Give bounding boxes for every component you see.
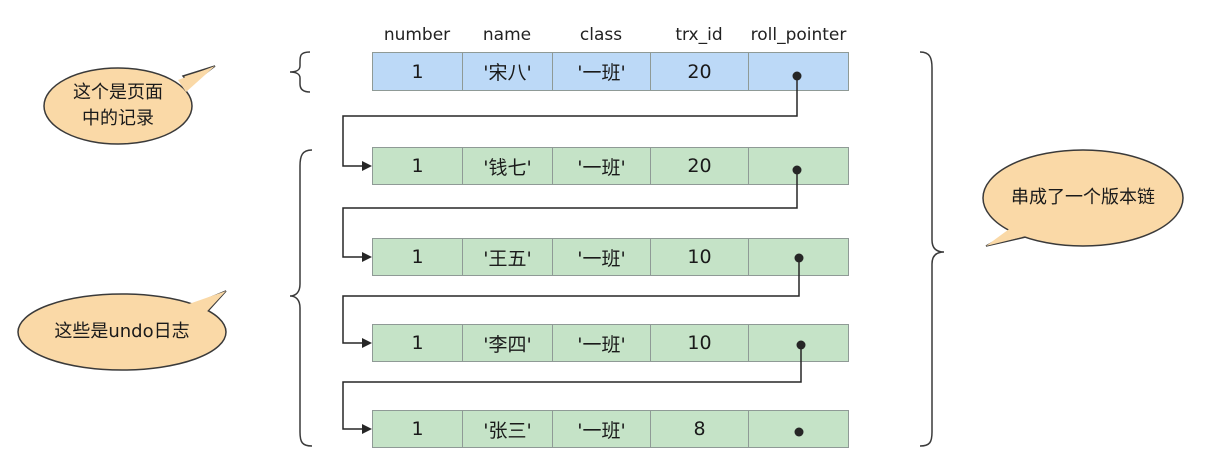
arrow-head: [362, 338, 372, 348]
cell-trx-id: 10: [650, 324, 749, 362]
header-roll-pointer: roll_pointer: [750, 25, 847, 45]
roll-pointer-dot: [792, 71, 802, 81]
header-trx-id: trx_id: [675, 25, 723, 45]
roll-pointer-dot: [796, 340, 806, 350]
roll-pointer-link: [342, 258, 800, 344]
cell-name: '李四': [462, 324, 553, 362]
callout-version-chain: 串成了一个版本链: [1011, 187, 1155, 208]
header-name: name: [482, 25, 532, 45]
roll-pointer-link: [342, 345, 802, 430]
callout-tail-fill-2: [186, 291, 226, 322]
arrow-head: [362, 424, 372, 434]
arrow-head: [362, 161, 372, 171]
cell-class: '一班': [552, 324, 651, 362]
roll-pointer-link: [342, 170, 798, 258]
cell-number: 1: [372, 324, 463, 362]
callout-tail-fill-3: [986, 224, 1034, 246]
callout-ellipse-undo-log: [17, 293, 227, 371]
arrow-head: [362, 252, 372, 262]
roll-pointer-link: [342, 76, 798, 167]
cell-number: 1: [372, 410, 463, 448]
cell-trx-id: 8: [650, 410, 749, 448]
callout-ellipse-page-record: [43, 67, 193, 145]
cell-trx-id: 10: [650, 238, 749, 276]
callout-page-record: 这个是页面 中的记录: [58, 80, 178, 132]
roll-pointer-dot: [792, 165, 802, 175]
cell-trx-id: 20: [650, 52, 749, 91]
callout-undo-log: 这些是undo日志: [54, 321, 190, 342]
brace-undo-log: [289, 149, 313, 447]
cell-class: '一班': [552, 238, 651, 276]
cell-name: '钱七': [462, 147, 553, 185]
cell-trx-id: 20: [650, 147, 749, 185]
brace-page-record: [289, 51, 311, 93]
callout-page-record-line2: 中的记录: [82, 108, 154, 129]
callout-ellipse-version-chain: [982, 149, 1184, 247]
cell-class: '一班': [552, 410, 651, 448]
callout-tail-fill-1: [178, 66, 215, 92]
callout-page-record-line1: 这个是页面: [73, 82, 163, 103]
cell-roll-pointer: [748, 52, 849, 91]
cell-number: 1: [372, 147, 463, 185]
cell-number: 1: [372, 238, 463, 276]
brace-version-chain: [919, 51, 945, 447]
roll-pointer-dot: [794, 253, 804, 263]
cell-class: '一班': [552, 147, 651, 185]
cell-name: '张三': [462, 410, 553, 448]
header-class: class: [579, 25, 623, 45]
cell-number: 1: [372, 52, 463, 91]
header-number: number: [383, 25, 451, 45]
cell-name: '王五': [462, 238, 553, 276]
roll-pointer-dot-null: [794, 427, 804, 437]
